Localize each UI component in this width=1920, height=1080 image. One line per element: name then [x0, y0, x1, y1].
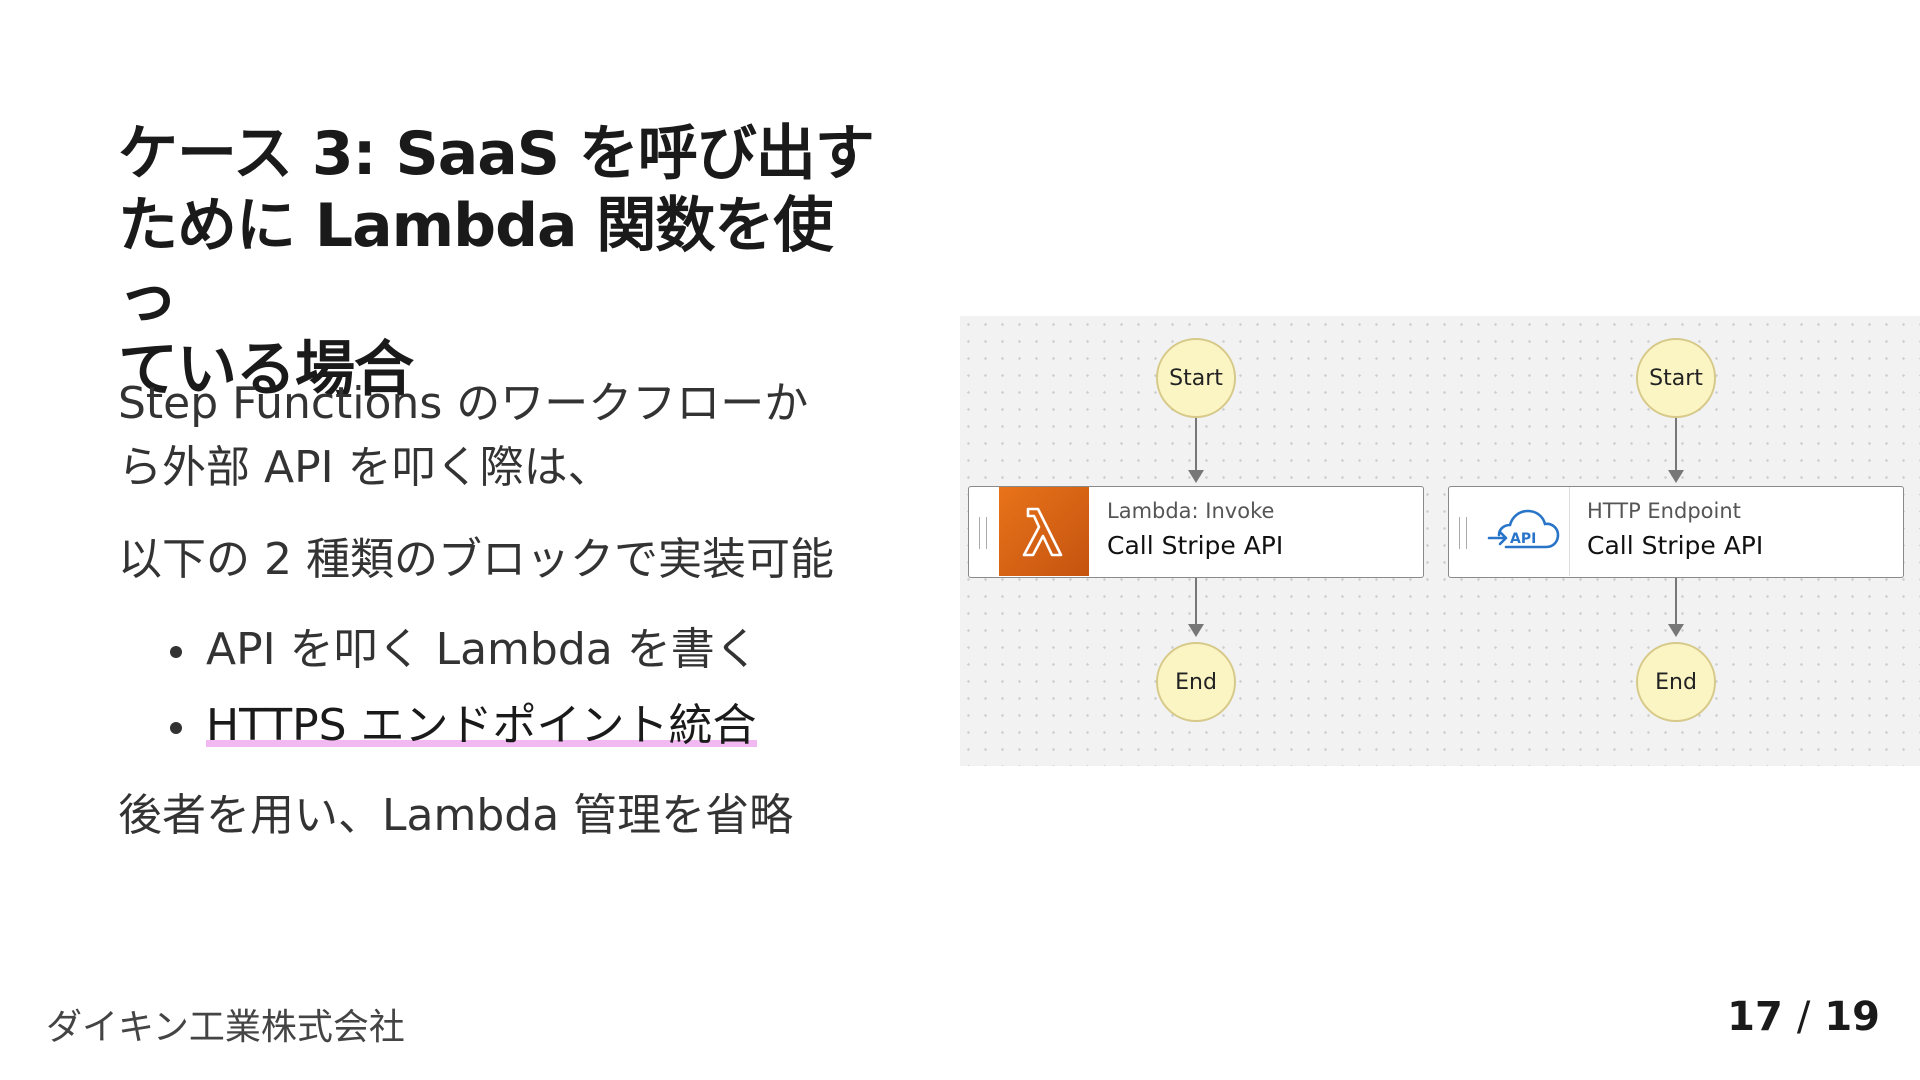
bullet-list: API を叩く Lambda を書く HTTPS エンドポイント統合 — [118, 612, 759, 764]
right-start-node[interactable]: Start — [1636, 338, 1716, 418]
api-cloud-icon: API — [1479, 487, 1570, 576]
api-icon-text: API — [1510, 531, 1536, 547]
page-separator: / — [1796, 994, 1811, 1040]
end-label: End — [1655, 669, 1697, 695]
bullet-dot-icon — [170, 722, 182, 734]
arrow-down-icon — [1188, 624, 1204, 637]
drag-handle-icon[interactable] — [979, 517, 987, 549]
state-type-label: HTTP Endpoint — [1587, 499, 1741, 523]
end-label: End — [1175, 669, 1217, 695]
bullet-text-highlighted: HTTPS エンドポイント統合 — [206, 700, 757, 751]
left-edge-end — [1195, 578, 1197, 624]
options-paragraph: 以下の 2 種類のブロックで実装可能 — [118, 534, 834, 585]
slide-title-line: ている場合 — [118, 335, 414, 405]
intro-paragraph: Step Functions のワークフローか ら外部 API を叩く際は、 — [118, 372, 858, 500]
left-start-node[interactable]: Start — [1156, 338, 1236, 418]
state-type-label: Lambda: Invoke — [1107, 499, 1275, 523]
conclusion-text: 後者を用い、Lambda 管理を省略 — [118, 790, 794, 841]
footer-company: ダイキン工業株式会社 — [46, 1007, 405, 1048]
slide-title: ケース 3: SaaS を呼び出す ために Lambda 関数を使っ ている場合 — [118, 118, 878, 406]
workflow-diagram: Start Lambda: Invoke Call Stripe API End… — [960, 316, 1920, 766]
left-edge-start — [1195, 418, 1197, 470]
page-number: 17 / 19 — [1727, 994, 1880, 1040]
slide-title-line: ケース 3: SaaS を呼び出す — [118, 119, 875, 189]
drag-handle-icon[interactable] — [1459, 517, 1467, 549]
state-name-label: Call Stripe API — [1587, 531, 1764, 560]
bullet-item: API を叩く Lambda を書く — [118, 612, 759, 688]
lambda-icon — [999, 487, 1089, 576]
page-current: 17 — [1727, 994, 1783, 1040]
start-label: Start — [1649, 365, 1703, 391]
right-http-state[interactable]: API HTTP Endpoint Call Stripe API — [1448, 486, 1904, 578]
arrow-down-icon — [1668, 470, 1684, 483]
bullet-item: HTTPS エンドポイント統合 — [118, 688, 759, 764]
arrow-down-icon — [1188, 470, 1204, 483]
bullet-text: API を叩く Lambda を書く — [206, 624, 759, 675]
bullet-dot-icon — [170, 646, 182, 658]
intro-line: Step Functions のワークフローか — [118, 378, 809, 429]
slide-title-line: ために Lambda 関数を使っ — [118, 191, 833, 333]
left-end-node[interactable]: End — [1156, 642, 1236, 722]
arrow-down-icon — [1668, 624, 1684, 637]
left-lambda-state[interactable]: Lambda: Invoke Call Stripe API — [968, 486, 1424, 578]
right-edge-end — [1675, 578, 1677, 624]
right-end-node[interactable]: End — [1636, 642, 1716, 722]
right-edge-start — [1675, 418, 1677, 470]
state-name-label: Call Stripe API — [1107, 531, 1284, 560]
start-label: Start — [1169, 365, 1223, 391]
page-total: 19 — [1824, 994, 1880, 1040]
intro-line: ら外部 API を叩く際は、 — [118, 442, 612, 493]
